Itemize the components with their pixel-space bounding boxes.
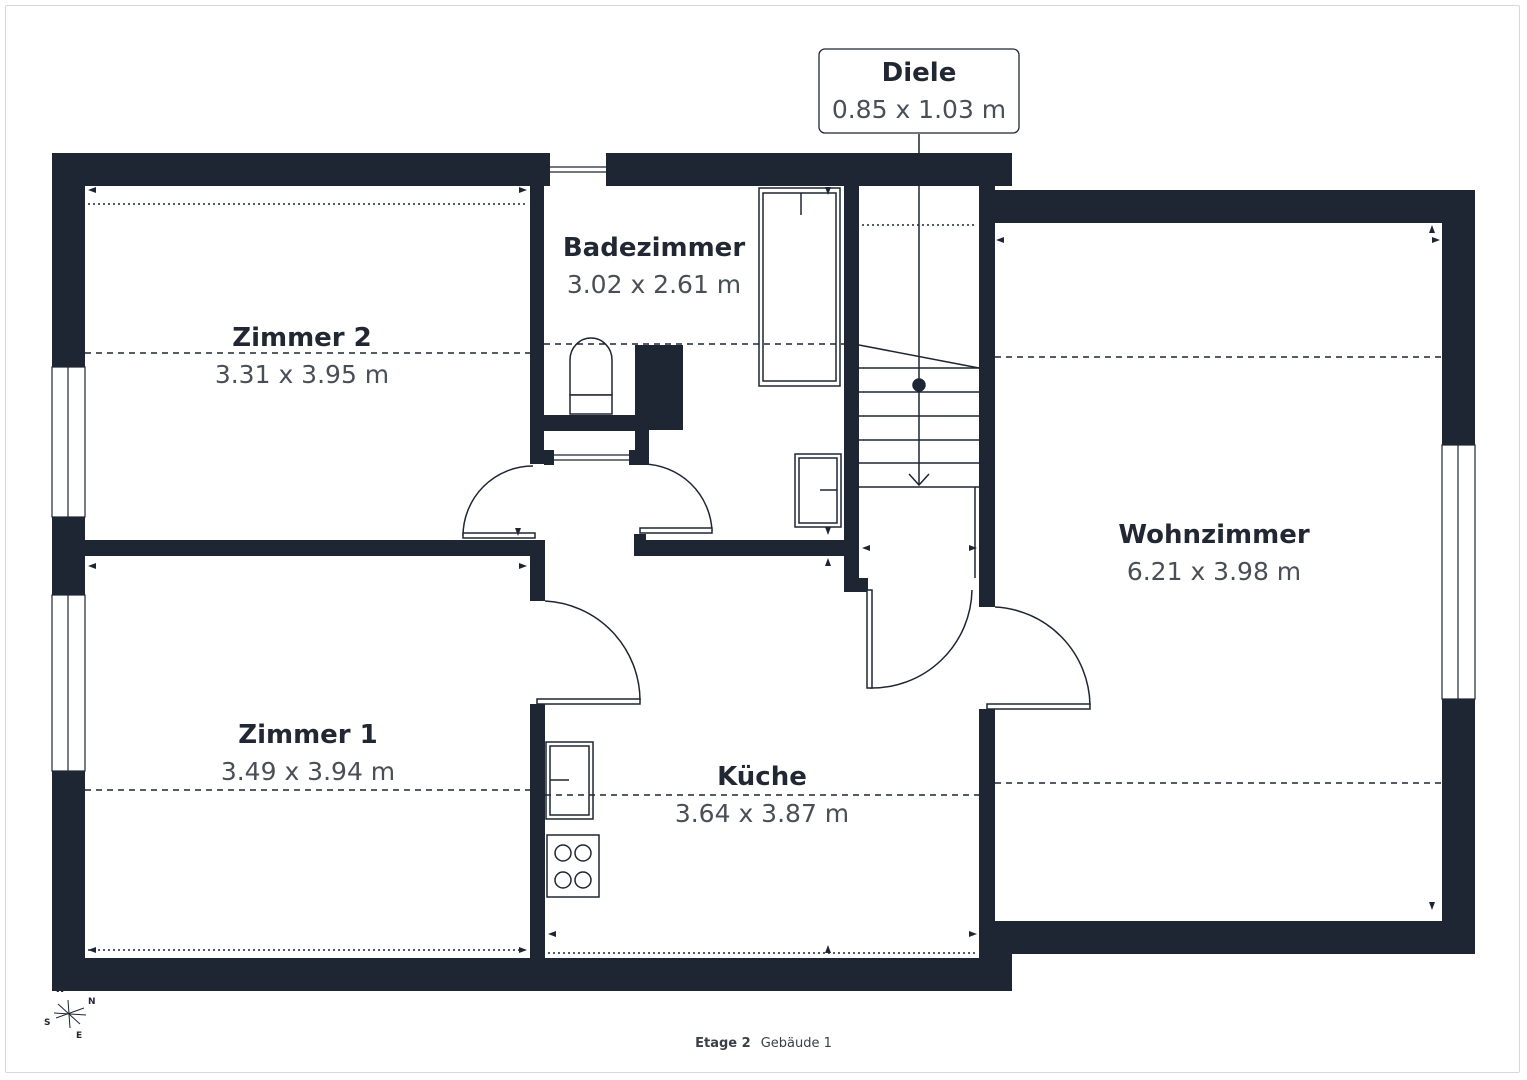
building-label: Gebäude 1 [760, 1036, 832, 1051]
room-name: Wohnzimmer [1118, 520, 1309, 550]
room-dimensions: 3.02 x 2.61 m [567, 270, 741, 299]
room-dimensions: 3.49 x 3.94 m [221, 757, 395, 786]
compass-s: S [44, 1018, 50, 1028]
stove-icon [546, 834, 600, 898]
floor-label: Etage 2 [695, 1036, 751, 1051]
dimension-lines [85, 203, 1442, 954]
room-zimmer-1: Zimmer 1 3.49 x 3.94 m [221, 720, 395, 786]
room-name: Zimmer 2 [232, 323, 372, 353]
room-kueche: Küche 3.64 x 3.87 m [675, 762, 849, 828]
room-dimensions: 3.31 x 3.95 m [215, 360, 389, 389]
stair-arrow-icon [908, 134, 930, 487]
footer: Etage 2 Gebäude 1 [0, 1036, 1527, 1051]
compass-n: N [88, 997, 96, 1007]
compass-e: E [76, 1031, 82, 1041]
fixtures [545, 187, 980, 898]
windows [51, 166, 1476, 772]
doors [462, 463, 1091, 710]
dimension-ticks [88, 187, 1440, 953]
compass-icon: W N S E [44, 985, 96, 1041]
room-name: Zimmer 1 [238, 720, 378, 750]
walls [52, 153, 1475, 991]
room-name: Diele [882, 58, 957, 88]
toilet-icon [569, 337, 613, 415]
room-badezimmer: Badezimmer 3.02 x 2.61 m [563, 233, 745, 299]
room-dimensions: 6.21 x 3.98 m [1127, 557, 1301, 586]
compass-w: W [55, 985, 65, 995]
room-name: Badezimmer [563, 233, 745, 263]
room-diele-callout: Diele 0.85 x 1.03 m [818, 48, 1020, 134]
room-dimensions: 0.85 x 1.03 m [832, 95, 1006, 124]
room-dimensions: 3.64 x 3.87 m [675, 799, 849, 828]
room-name: Küche [717, 762, 807, 792]
room-zimmer-2: Zimmer 2 3.31 x 3.95 m [215, 323, 389, 389]
room-wohnzimmer: Wohnzimmer 6.21 x 3.98 m [1118, 520, 1309, 586]
